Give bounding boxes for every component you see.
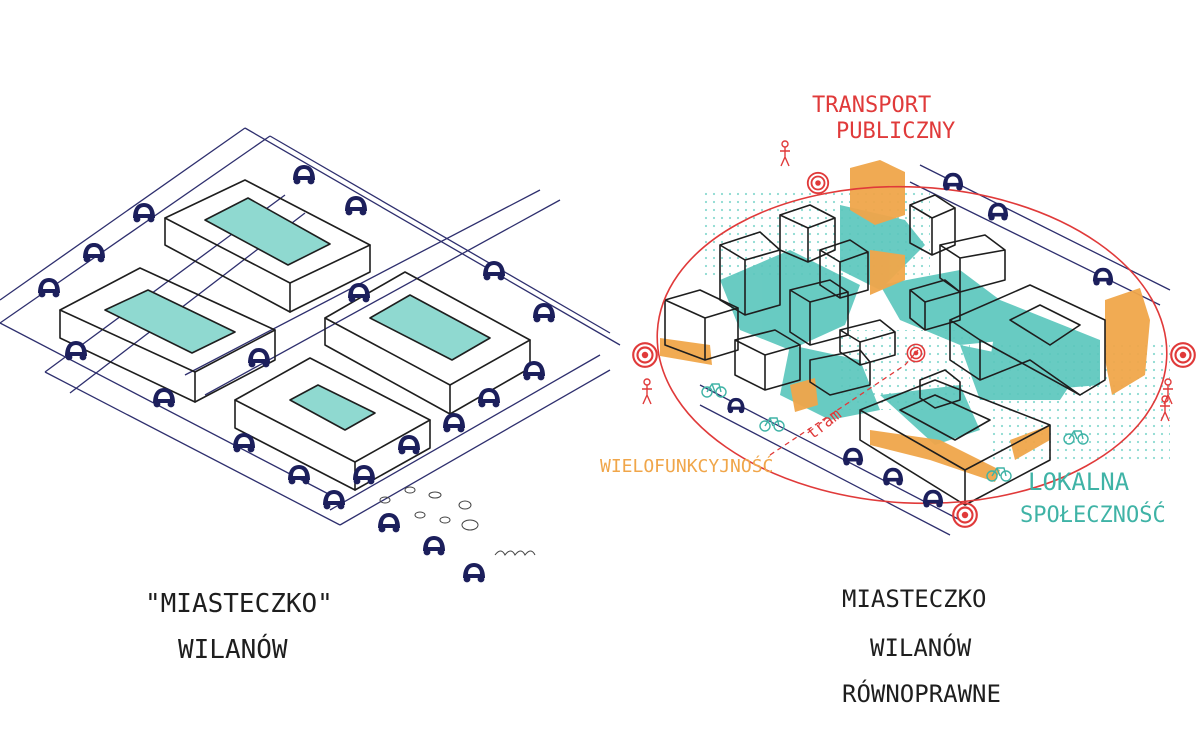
- label-multifunction: WIELOFUNKCYJNOŚĆ: [600, 455, 773, 477]
- car-icon: [922, 489, 944, 508]
- transit-stop-icon: [1170, 342, 1196, 368]
- left-block-bottom: [234, 357, 431, 491]
- transit-stop-icon: [952, 502, 978, 528]
- label-transport-line2: PUBLICZNY: [836, 119, 955, 144]
- label-community-line1: LOKALNA: [1028, 468, 1130, 496]
- right-buildings: [664, 194, 1106, 506]
- car-icon: [483, 261, 505, 281]
- car-icon: [987, 202, 1009, 221]
- car-icon: [83, 243, 105, 263]
- car-icon: [842, 447, 864, 466]
- left-caption-line1: "MIASTECZKO": [145, 589, 333, 619]
- left-block-left: [59, 267, 276, 403]
- bicycle-icon: [701, 383, 727, 398]
- right-caption-line2: WILANÓW: [870, 632, 972, 662]
- car-icon: [248, 348, 270, 368]
- transit-stop-icon: [906, 343, 926, 363]
- car-icon: [942, 172, 964, 191]
- car-icon: [38, 278, 60, 298]
- label-community-line2: SPOŁECZNOŚĆ: [1020, 502, 1166, 528]
- car-icon: [348, 283, 370, 303]
- tram-line: [769, 349, 919, 456]
- left-caption-line2: WILANÓW: [178, 633, 288, 665]
- right-caption-line3: RÓWNOPRAWNE: [842, 678, 1001, 708]
- car-icon: [378, 513, 400, 533]
- car-icon: [478, 388, 500, 408]
- car-icon: [423, 536, 445, 556]
- bicycle-icon: [759, 417, 785, 432]
- right-caption-line1: MIASTECZKO: [842, 585, 987, 613]
- car-icon: [353, 465, 375, 485]
- car-icon: [523, 361, 545, 381]
- exhaust-scribbles: [379, 486, 536, 556]
- car-icon: [133, 203, 155, 223]
- car-icon: [345, 196, 367, 216]
- left-block-right: [324, 271, 531, 415]
- transit-stop-icon: [806, 171, 830, 195]
- transit-stop-icon: [632, 342, 658, 368]
- left-block-top: [164, 179, 371, 313]
- car-icon: [288, 465, 310, 485]
- car-icon: [463, 563, 485, 583]
- orange-multifunction: [660, 160, 1150, 482]
- right-diagram: tram: [600, 93, 1196, 708]
- pedestrian-icon: [779, 140, 791, 167]
- car-icon: [293, 165, 315, 185]
- left-diagram: "MIASTECZKO" WILANÓW: [0, 127, 621, 665]
- left-road-lines: [0, 127, 621, 526]
- car-icon: [882, 467, 904, 486]
- boundary-ellipse: [656, 185, 1168, 505]
- pedestrian-icon: [641, 378, 653, 405]
- car-icon: [443, 413, 465, 433]
- label-transport-line1: TRANSPORT: [812, 93, 931, 118]
- car-icon: [398, 435, 420, 455]
- car-icon: [1092, 267, 1114, 286]
